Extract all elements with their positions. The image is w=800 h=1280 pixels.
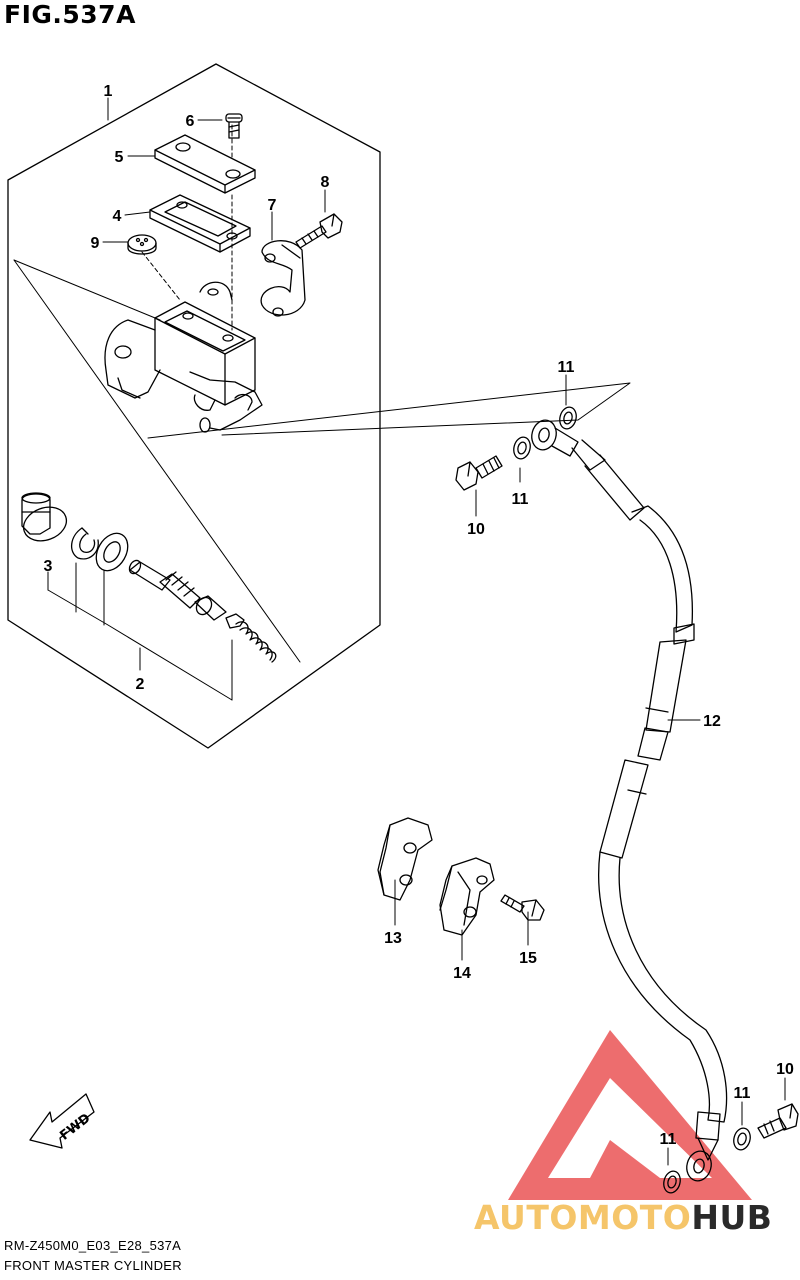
hose-guide-icon xyxy=(439,857,495,936)
watermark-text: AUTOMOTOHUB xyxy=(474,1198,772,1237)
callout-label: 1 xyxy=(104,83,113,100)
piston-kit-icon xyxy=(128,559,277,663)
callout-label: 7 xyxy=(268,197,277,214)
callout-label: 11 xyxy=(660,1131,677,1148)
master-cylinder-body-icon xyxy=(104,281,263,433)
sealing-washer-icon xyxy=(513,436,531,460)
clamp-bolt-icon xyxy=(295,213,343,249)
watermark-logo xyxy=(508,1030,752,1200)
figure-code: RM-Z450M0_E03_E28_537A xyxy=(4,1238,182,1253)
leader-lines xyxy=(102,97,786,1166)
assembly-outline xyxy=(7,63,381,749)
callout-label: 14 xyxy=(453,965,471,982)
screw-icon xyxy=(225,113,243,139)
callout-label: 4 xyxy=(113,208,122,225)
callout-label: 2 xyxy=(136,676,145,693)
callout-label: 11 xyxy=(734,1085,751,1102)
diaphragm-plate-icon xyxy=(149,194,251,253)
callout-label: 13 xyxy=(384,930,402,947)
sealing-washer-icon xyxy=(733,1127,751,1151)
callout-label: 15 xyxy=(519,950,537,967)
hose-guide-icon xyxy=(377,817,433,901)
fwd-arrow-icon xyxy=(29,1093,95,1149)
callout-label: 3 xyxy=(44,558,53,575)
watermark-text-part2: HUB xyxy=(691,1198,773,1237)
callout-label: 11 xyxy=(558,359,575,376)
sealing-washer-icon xyxy=(663,1170,681,1194)
callout-label: 6 xyxy=(186,113,195,130)
banjo-bolt-icon xyxy=(757,1103,799,1139)
callout-label: 9 xyxy=(91,235,100,252)
dust-boot-icon xyxy=(21,492,68,542)
figure-name: FRONT MASTER CYLINDER xyxy=(4,1258,182,1273)
sealing-washer-icon xyxy=(559,406,577,430)
handlebar-clamp-icon xyxy=(260,240,306,317)
brake-hose-icon xyxy=(531,419,728,1182)
guide-lines xyxy=(13,124,631,701)
callout-label: 12 xyxy=(703,713,721,730)
guide-bolt-icon xyxy=(500,894,545,921)
watermark-text-part1: AUTOMOTO xyxy=(474,1198,692,1237)
callout-label: 10 xyxy=(776,1061,794,1078)
callout-label: 11 xyxy=(512,491,529,508)
banjo-bolt-icon xyxy=(455,455,503,491)
sight-glass-icon xyxy=(127,234,157,255)
figure-title: FIG.537A xyxy=(4,0,136,29)
callout-label: 5 xyxy=(115,149,124,166)
circlip-icon xyxy=(71,527,99,560)
callout-label: 8 xyxy=(321,174,330,191)
washer-icon xyxy=(95,532,129,572)
callout-label: 10 xyxy=(467,521,485,538)
reservoir-cap-icon xyxy=(154,134,256,194)
